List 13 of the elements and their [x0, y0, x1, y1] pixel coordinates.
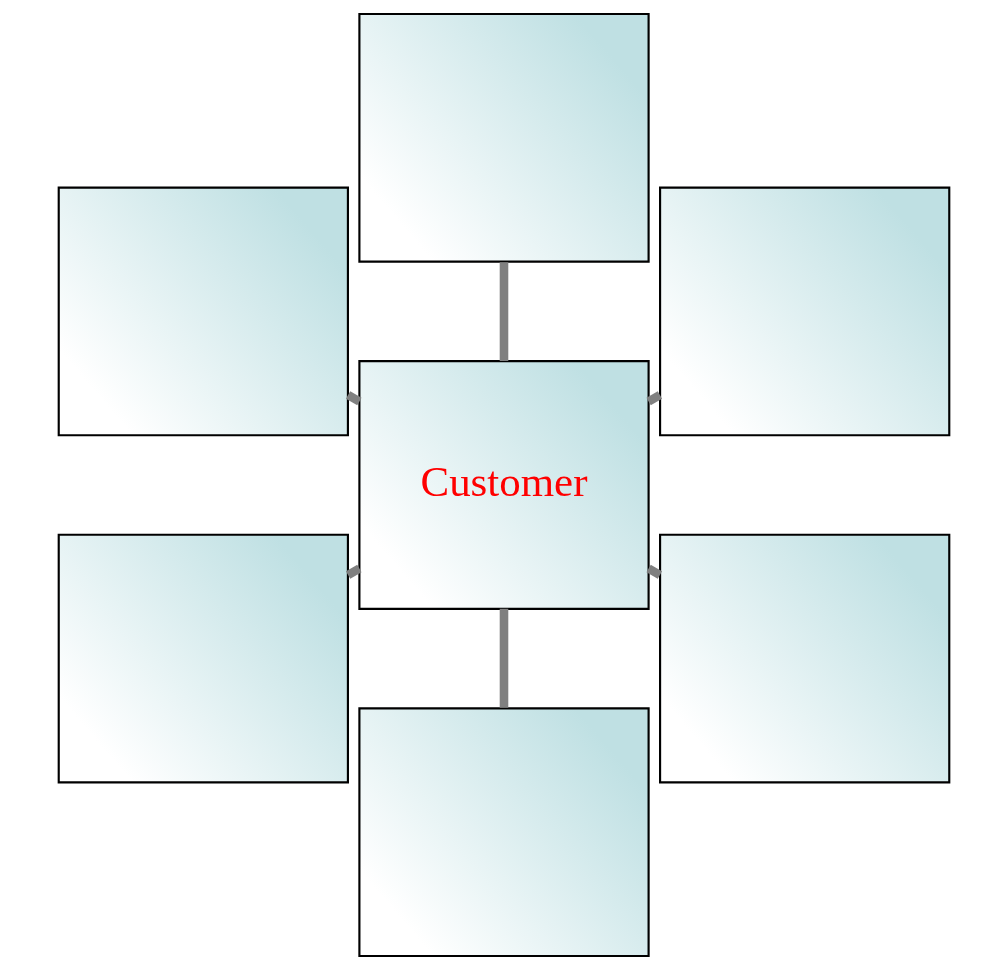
connector: [645, 564, 662, 579]
node-box: [357, 12, 650, 263]
node-box: [57, 186, 349, 437]
connector: [499, 262, 508, 362]
connector: [645, 391, 662, 406]
node-box: Customer: [357, 360, 650, 610]
node-box: [57, 533, 349, 784]
node-box: [357, 707, 650, 958]
node-box: [658, 533, 950, 784]
connector: [499, 608, 508, 708]
connector: [345, 564, 362, 579]
connector: [345, 391, 362, 406]
node-box: [658, 186, 950, 437]
